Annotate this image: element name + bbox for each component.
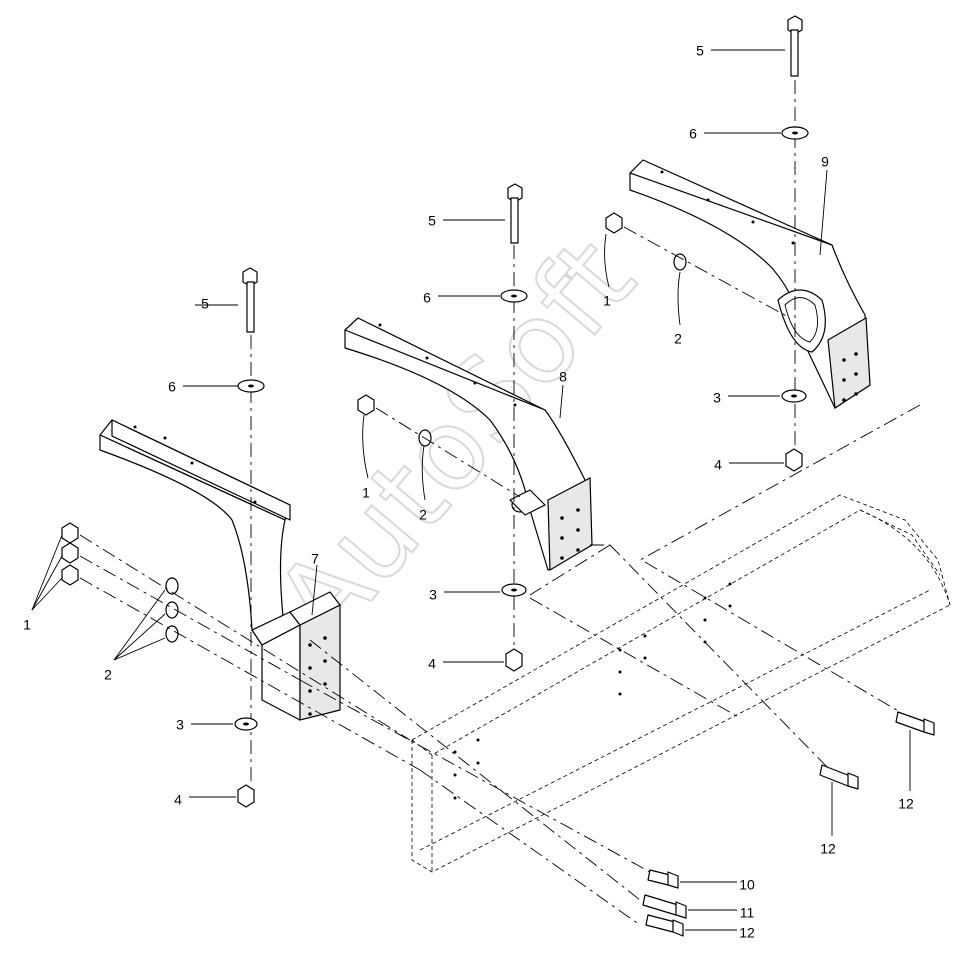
callout-3: 3 xyxy=(176,717,184,733)
callout-4: 4 xyxy=(428,656,436,672)
callout-8: 8 xyxy=(559,369,567,385)
callout-6: 6 xyxy=(168,379,176,395)
callout-7: 7 xyxy=(311,551,319,567)
callout-2: 2 xyxy=(104,667,112,683)
bolt-stack-middle xyxy=(500,183,528,672)
callout-12: 12 xyxy=(739,925,755,941)
callout-12: 12 xyxy=(820,841,836,857)
callout-9: 9 xyxy=(821,154,829,170)
callout-12: 12 xyxy=(898,796,914,812)
leader-lines xyxy=(31,49,911,931)
callout-1: 1 xyxy=(23,617,31,633)
bolt-10 xyxy=(647,869,679,889)
bolt-stack-left xyxy=(234,267,265,808)
callout-2: 2 xyxy=(419,507,427,523)
hardware-middle-group xyxy=(357,394,610,546)
callout-4: 4 xyxy=(714,457,722,473)
bolt-12-lower xyxy=(645,914,684,937)
callout-5: 5 xyxy=(201,296,209,312)
hardware-right-group xyxy=(605,212,791,319)
callout-1: 1 xyxy=(362,485,370,501)
hardware-left-group xyxy=(61,522,421,771)
callout-11: 11 xyxy=(740,905,755,921)
bracket-9 xyxy=(629,159,871,410)
callout-4: 4 xyxy=(174,792,182,808)
callout-6: 6 xyxy=(423,290,431,306)
bolt-stack-right xyxy=(781,15,809,472)
callout-5: 5 xyxy=(428,213,436,229)
callout-2: 2 xyxy=(674,331,682,347)
bolt-12-right xyxy=(895,711,935,736)
beam-holes xyxy=(453,582,732,800)
callout-6: 6 xyxy=(689,126,697,142)
bolt-12-middle xyxy=(819,764,859,790)
bracket-7 xyxy=(99,419,341,721)
callout-10: 10 xyxy=(739,877,755,893)
callout-3: 3 xyxy=(429,587,437,603)
watermark-text: AutoSoft xyxy=(251,215,660,667)
bolt-11 xyxy=(642,894,687,919)
callout-3: 3 xyxy=(713,390,721,406)
beam-outline xyxy=(411,494,951,873)
assembly-centerlines xyxy=(299,404,921,926)
callout-5: 5 xyxy=(696,43,704,59)
callout-1: 1 xyxy=(603,293,611,309)
bracket-8 xyxy=(344,317,593,572)
